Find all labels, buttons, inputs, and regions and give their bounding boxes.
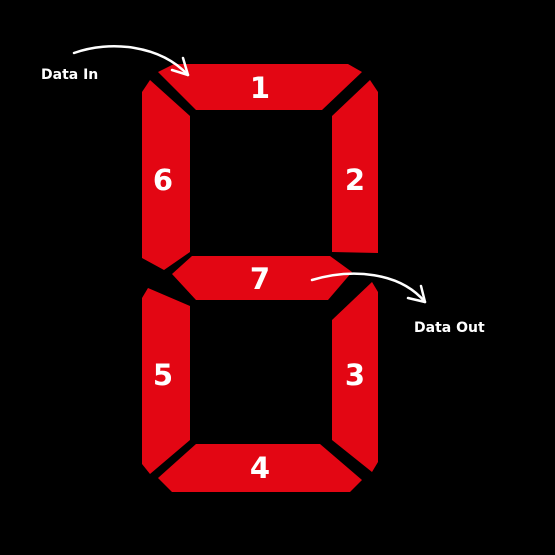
data-out-label: Data Out [414, 320, 485, 336]
segment-1-top: 1 [158, 64, 362, 110]
data-out-annotation: Data Out [310, 272, 485, 336]
data-in-arrow [72, 45, 190, 77]
segment-4-bottom: 4 [158, 444, 362, 492]
segment-1-label: 1 [250, 71, 270, 105]
data-in-label: Data In [41, 67, 98, 83]
data-in-arrowhead [170, 56, 190, 77]
segment-3-lower-right: 3 [332, 282, 378, 472]
data-in-annotation: Data In [41, 45, 190, 83]
segment-6-label: 6 [153, 163, 173, 197]
data-out-arrowhead [406, 284, 427, 304]
segment-4-label: 4 [250, 451, 270, 485]
segment-5-lower-left: 5 [142, 288, 190, 474]
segment-7-label: 7 [250, 262, 270, 296]
segment-7-middle: 7 [172, 256, 352, 300]
data-out-arrow [310, 272, 427, 304]
segment-2-label: 2 [345, 163, 365, 197]
segment-5-label: 5 [153, 358, 173, 392]
segment-2-upper-right: 2 [332, 80, 378, 253]
segment-6-upper-left: 6 [142, 80, 190, 270]
segment-3-label: 3 [345, 358, 365, 392]
